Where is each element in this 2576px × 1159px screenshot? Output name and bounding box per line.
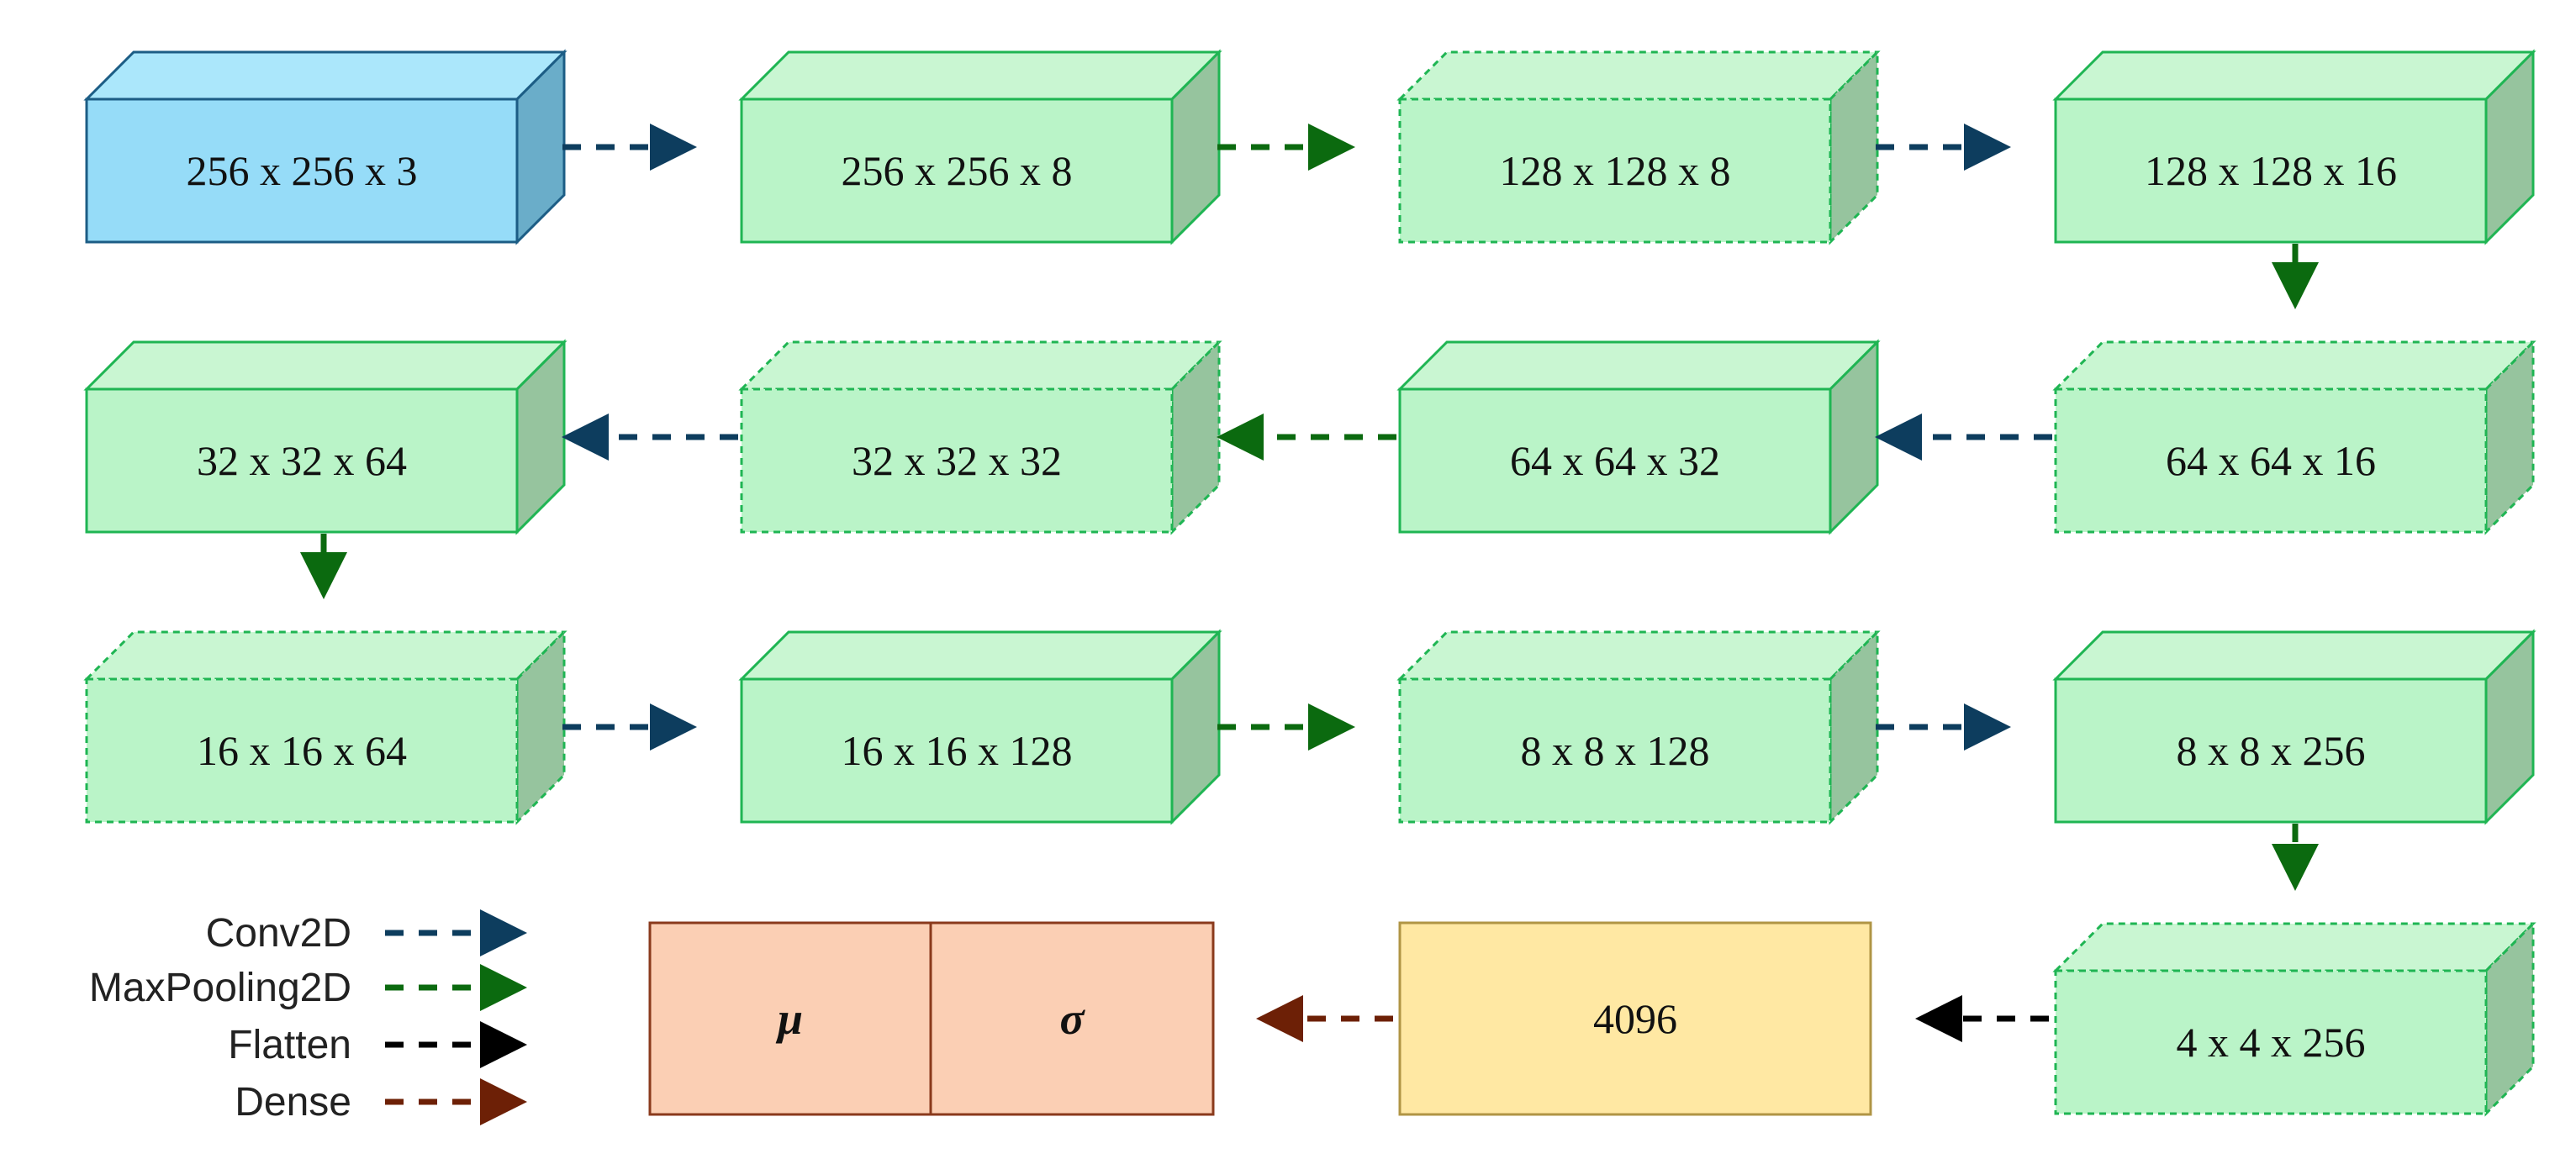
block-top-face bbox=[2052, 630, 2536, 681]
block-front-face bbox=[85, 97, 519, 244]
layer-block: 32 x 32 x 64 bbox=[83, 339, 567, 535]
block-front-face bbox=[2054, 677, 2488, 824]
block-front-face bbox=[2054, 969, 2488, 1115]
flatten-size-label: 4096 bbox=[1593, 995, 1677, 1042]
legend-label: Conv2D bbox=[206, 911, 351, 956]
block-front-face bbox=[85, 387, 519, 534]
layer-shape-label: 256 x 256 x 8 bbox=[842, 147, 1073, 194]
legend-label: Flatten bbox=[228, 1023, 351, 1067]
block-top-face bbox=[1396, 50, 1881, 101]
block-top-face bbox=[83, 630, 567, 681]
block-front-face bbox=[85, 677, 519, 824]
sigma-label: σ bbox=[1059, 993, 1085, 1044]
block-front-face bbox=[1398, 387, 1832, 534]
mu-label: μ bbox=[775, 993, 803, 1044]
layer-block: 8 x 8 x 128 bbox=[1396, 629, 1881, 825]
block-front-face bbox=[740, 97, 1174, 244]
layer-shape-label: 16 x 16 x 128 bbox=[842, 727, 1073, 774]
layer-block: 4 x 4 x 256 bbox=[2052, 920, 2536, 1117]
block-top-face bbox=[1396, 340, 1881, 391]
block-front-face bbox=[740, 677, 1174, 824]
legend-item: Flatten bbox=[228, 1021, 527, 1068]
layer-shape-label: 128 x 128 x 8 bbox=[1500, 147, 1731, 194]
layer-block: 128 x 128 x 8 bbox=[1396, 49, 1881, 245]
layer-shape-label: 16 x 16 x 64 bbox=[197, 727, 407, 774]
layer-block: 32 x 32 x 32 bbox=[738, 339, 1222, 535]
flatten-box bbox=[1398, 921, 1872, 1116]
block-top-face bbox=[2052, 340, 2536, 391]
layer-shape-label: 8 x 8 x 256 bbox=[2177, 727, 2366, 774]
layer-shape-label: 32 x 32 x 32 bbox=[852, 437, 1062, 484]
layer-shape-label: 8 x 8 x 128 bbox=[1521, 727, 1710, 774]
block-top-face bbox=[83, 340, 567, 391]
block-front-face bbox=[1398, 97, 1832, 244]
block-top-face bbox=[2052, 922, 2536, 972]
layer-shape-label: 32 x 32 x 64 bbox=[197, 437, 407, 484]
legend-item: Conv2D bbox=[206, 909, 527, 956]
block-front-face bbox=[2054, 387, 2488, 534]
layer-shape-label: 4 x 4 x 256 bbox=[2177, 1019, 2366, 1066]
block-front-face bbox=[1398, 677, 1832, 824]
layer-block: 64 x 64 x 32 bbox=[1396, 339, 1881, 535]
block-top-face bbox=[738, 630, 1222, 681]
flatten-block: 4096 bbox=[1398, 921, 1872, 1116]
layer-shape-label: 64 x 64 x 32 bbox=[1510, 437, 1720, 484]
block-front-face bbox=[2054, 97, 2488, 244]
block-top-face bbox=[83, 50, 567, 101]
block-front-face bbox=[740, 387, 1174, 534]
block-top-face bbox=[2052, 50, 2536, 101]
layer-block: 16 x 16 x 64 bbox=[83, 629, 567, 825]
layer-shape-label: 256 x 256 x 3 bbox=[187, 147, 418, 194]
legend-label: Dense bbox=[235, 1080, 351, 1125]
layer-block: 256 x 256 x 3 bbox=[83, 49, 567, 245]
block-top-face bbox=[738, 340, 1222, 391]
layer-block: 256 x 256 x 8 bbox=[738, 49, 1222, 245]
layer-shape-label: 128 x 128 x 16 bbox=[2145, 147, 2397, 194]
layer-block: 8 x 8 x 256 bbox=[2052, 629, 2536, 825]
layer-block: 128 x 128 x 16 bbox=[2052, 49, 2536, 245]
legend-label: MaxPooling2D bbox=[89, 966, 351, 1010]
block-top-face bbox=[738, 50, 1222, 101]
layer-block: 16 x 16 x 128 bbox=[738, 629, 1222, 825]
legend-item: Dense bbox=[235, 1078, 527, 1125]
legend-item: MaxPooling2D bbox=[89, 964, 527, 1011]
layer-block: 64 x 64 x 16 bbox=[2052, 339, 2536, 535]
block-top-face bbox=[1396, 630, 1881, 681]
layer-shape-label: 64 x 64 x 16 bbox=[2166, 437, 2376, 484]
